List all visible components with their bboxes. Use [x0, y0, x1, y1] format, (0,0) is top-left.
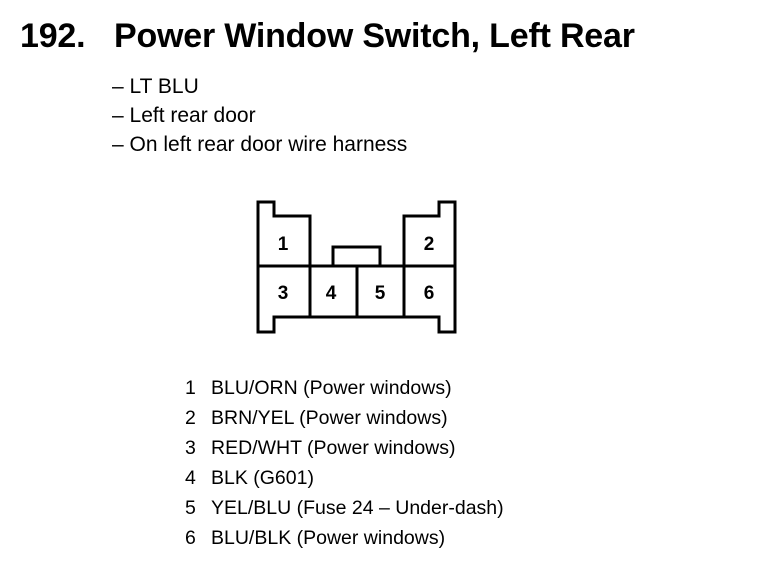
- pin-description: RED/WHT (Power windows): [211, 437, 456, 459]
- pin-number: 6: [185, 527, 196, 549]
- section-title: Power Window Switch, Left Rear: [114, 17, 635, 55]
- section-number: 192.: [20, 17, 86, 55]
- pin-number: 4: [185, 467, 196, 489]
- pin-number: 5: [185, 497, 196, 519]
- pin-row: 4 BLK (G601): [185, 463, 504, 493]
- pin-row: 2 BRN/YEL (Power windows): [185, 403, 504, 433]
- pin-number: 2: [185, 407, 196, 429]
- connector-location: – Left rear door: [112, 104, 256, 127]
- pin-description: YEL/BLU (Fuse 24 – Under-dash): [211, 497, 504, 519]
- pin-number: 1: [185, 377, 196, 399]
- pin-row: 6 BLU/BLK (Power windows): [185, 523, 504, 553]
- page-title: 192. Power Window Switch, Left Rear: [20, 17, 635, 56]
- pin-label-6: 6: [424, 283, 435, 304]
- pin-label-3: 3: [278, 283, 289, 304]
- pin-label-5: 5: [375, 283, 386, 304]
- locking-tab: [331, 245, 382, 266]
- pin-row: 3 RED/WHT (Power windows): [185, 433, 504, 463]
- pin-row: 1 BLU/ORN (Power windows): [185, 373, 504, 403]
- pin-list: 1 BLU/ORN (Power windows) 2 BRN/YEL (Power…: [185, 373, 504, 553]
- pin-label-4: 4: [326, 283, 337, 304]
- pin-label-2: 2: [424, 234, 435, 255]
- pin-description: BLU/BLK (Power windows): [211, 527, 446, 549]
- pin-label-1: 1: [278, 234, 289, 255]
- pin-description: BRN/YEL (Power windows): [211, 407, 448, 429]
- connector-details: – LT BLU – Left rear door – On left rear…: [112, 72, 407, 159]
- pin-row: 5 YEL/BLU (Fuse 24 – Under-dash): [185, 493, 504, 523]
- pin-description: BLK (G601): [211, 467, 314, 489]
- pin-number: 3: [185, 437, 196, 459]
- pin-description: BLU/ORN (Power windows): [211, 377, 452, 399]
- connector-outline: [256, 200, 457, 334]
- connector-harness: – On left rear door wire harness: [112, 133, 408, 156]
- connector-color: – LT BLU: [112, 75, 199, 98]
